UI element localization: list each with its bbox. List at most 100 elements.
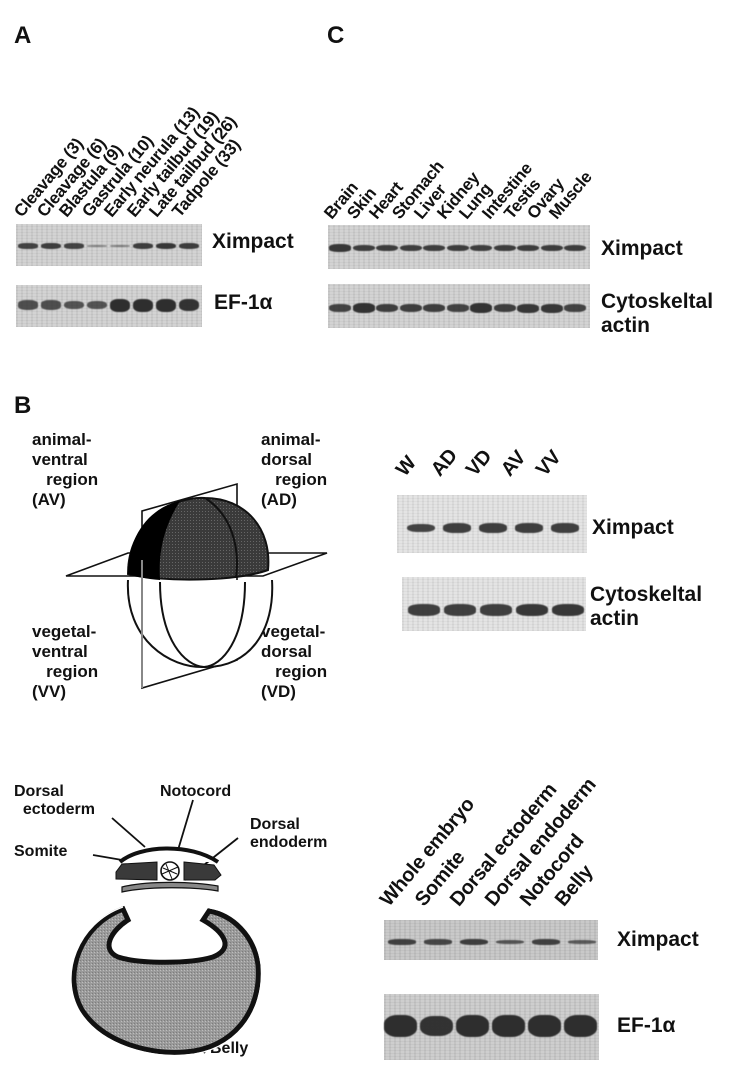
- panel-b-bottom-ef1a-band-1: [384, 1015, 417, 1037]
- panel-b-top-ximpact-band-2: [443, 523, 471, 533]
- panel-b-top-lane-label-w: W: [391, 452, 421, 481]
- panel-c-ximpact-band-1: [329, 244, 351, 252]
- panel-a-ximpact-band-5: [110, 244, 130, 248]
- panel-c-actin-band-9: [517, 303, 539, 313]
- panel-c-actin-band-8: [493, 303, 516, 313]
- panel-c-actin-band-5: [423, 303, 445, 313]
- panel-b-top-actin-band-2: [444, 604, 476, 616]
- panel-a-letter: A: [14, 22, 32, 49]
- panel-b-top-actin-band-1: [408, 604, 440, 616]
- panel-b-bottom-ef1a-band-6: [564, 1015, 597, 1037]
- panel-c-ximpact-label: Ximpact: [601, 237, 683, 260]
- panel-c-actin-band-10: [540, 303, 563, 313]
- panel-c-blot-ximpact: [328, 225, 590, 269]
- panel-c-ximpact-band-10: [540, 244, 563, 252]
- embryo-quadrant-diagram: [65, 482, 328, 690]
- panel-c-actin-band-3: [376, 303, 398, 313]
- label-somite: Somite: [14, 843, 68, 860]
- panel-b-top-blot-ximpact: [397, 495, 587, 553]
- somite-left: [115, 861, 158, 881]
- panel-b-bottom-ximpact-band-2: [424, 939, 452, 945]
- panel-a-ef1a-label: EF-1α: [214, 291, 273, 314]
- label-dorsal-endoderm: Dorsal endoderm: [250, 816, 328, 851]
- panel-b-top-lane-label-vd: VD: [461, 445, 497, 481]
- panel-a-ximpact-label: Ximpact: [212, 230, 294, 253]
- panel-a-ef1a-band-7: [156, 298, 176, 312]
- panel-a-ef1a-band-2: [41, 300, 61, 310]
- panel-b-bottom-ef1a-band-2: [420, 1015, 453, 1037]
- panel-b-bottom-ximpact-label: Ximpact: [617, 928, 699, 951]
- panel-a-ximpact-band-4: [87, 245, 107, 248]
- panel-a-blot-ximpact: [16, 224, 202, 266]
- panel-b-top-actin-label: Cytoskeltal actin: [590, 583, 703, 630]
- panel-a-ef1a-band-8: [179, 298, 199, 312]
- label-dorsal-ectoderm: Dorsal ectoderm: [14, 783, 95, 818]
- panel-c-blot-actin: [328, 284, 590, 328]
- label-notocord: Notocord: [160, 783, 232, 800]
- panel-a-ximpact-band-6: [133, 243, 153, 249]
- panel-c-actin-label: Cytoskeltal actin: [601, 290, 714, 337]
- panel-a-ef1a-band-1: [18, 300, 38, 310]
- panel-b-top-actin-band-3: [480, 604, 512, 616]
- panel-c-ximpact-band-3: [376, 244, 398, 252]
- vegetal-hemisphere: [126, 579, 274, 669]
- panel-a-ef1a-band-6: [133, 298, 153, 312]
- panel-a-blot-ef1a: [16, 285, 202, 327]
- panel-a-ef1a-band-3: [64, 300, 84, 310]
- label-vegetal-dorsal: vegetal- dorsal region (VD): [261, 622, 328, 702]
- somite-right: [183, 861, 222, 881]
- panel-a-ximpact-band-8: [179, 243, 199, 249]
- panel-c-ximpact-band-9: [517, 244, 539, 252]
- panel-a-ximpact-band-7: [156, 242, 176, 250]
- panel-b-bottom-ef1a-label: EF-1α: [617, 1014, 676, 1037]
- panel-a-ximpact-band-1: [18, 243, 38, 249]
- panel-c-actin-band-7: [470, 303, 492, 313]
- panel-c-ximpact-band-2: [352, 244, 375, 252]
- dorsal-ectoderm-shape: [118, 846, 220, 864]
- panel-b-top-ximpact-band-3: [479, 523, 507, 533]
- panel-c-actin-band-4: [399, 303, 422, 313]
- panel-c-ximpact-band-8: [493, 244, 516, 252]
- panel-b-bottom-ximpact-band-6: [568, 940, 596, 944]
- panel-a-ximpact-band-2: [41, 243, 61, 249]
- belly-shape: [71, 905, 261, 1055]
- panel-b-bottom-ef1a-band-3: [456, 1015, 489, 1037]
- panel-c-ximpact-band-4: [399, 244, 422, 252]
- panel-c-ximpact-band-5: [423, 244, 445, 252]
- panel-c-actin-band-11: [564, 304, 586, 312]
- panel-b-bottom-ximpact-band-1: [388, 939, 416, 945]
- panel-c-ximpact-band-6: [446, 244, 469, 252]
- panel-b-top-blot-actin: [402, 577, 586, 631]
- label-vegetal-ventral: vegetal- ventral region (VV): [32, 622, 99, 702]
- panel-a-ximpact-band-3: [64, 243, 84, 249]
- panel-b-bottom-ef1a-band-5: [528, 1015, 561, 1037]
- panel-b-top-ximpact-band-1: [407, 523, 435, 533]
- panel-b-bottom-ximpact-band-5: [532, 939, 560, 945]
- panel-c-ximpact-band-7: [470, 244, 492, 252]
- panel-b-bottom-ximpact-band-4: [496, 939, 524, 945]
- panel-b-top-ximpact-band-4: [515, 523, 543, 533]
- panel-a-ef1a-band-5: [110, 298, 130, 312]
- panel-c-ximpact-band-11: [564, 244, 586, 252]
- panel-b-top-actin-band-5: [552, 604, 584, 616]
- panel-a-ef1a-band-4: [87, 300, 107, 310]
- panel-c-actin-band-6: [446, 304, 469, 312]
- panel-b-top-lane-label-ad: AD: [426, 444, 462, 481]
- panel-b-bottom-blot-ef1a: [384, 994, 599, 1060]
- panel-b-top-actin-band-4: [516, 604, 548, 616]
- panel-b-bottom-ximpact-band-3: [460, 939, 488, 945]
- panel-c-actin-band-2: [352, 303, 375, 313]
- panel-c-letter: C: [327, 22, 345, 49]
- panel-b-letter: B: [14, 392, 32, 419]
- panel-b-top-lane-label-vv: VV: [531, 446, 566, 481]
- panel-b-top-ximpact-label: Ximpact: [592, 516, 674, 539]
- dorsal-endoderm-shape: [121, 881, 219, 893]
- panel-c-actin-band-1: [329, 304, 351, 312]
- label-animal-dorsal: animal- dorsal region (AD): [261, 430, 328, 510]
- panel-b-bottom-ef1a-band-4: [492, 1015, 525, 1037]
- label-animal-ventral: animal- ventral region (AV): [32, 430, 99, 510]
- panel-b-top-lane-label-av: AV: [496, 446, 531, 481]
- panel-b-bottom-blot-ximpact: [384, 920, 598, 960]
- embryo-cross-section-diagram: [70, 799, 263, 1057]
- panel-b-top-ximpact-band-5: [551, 523, 579, 533]
